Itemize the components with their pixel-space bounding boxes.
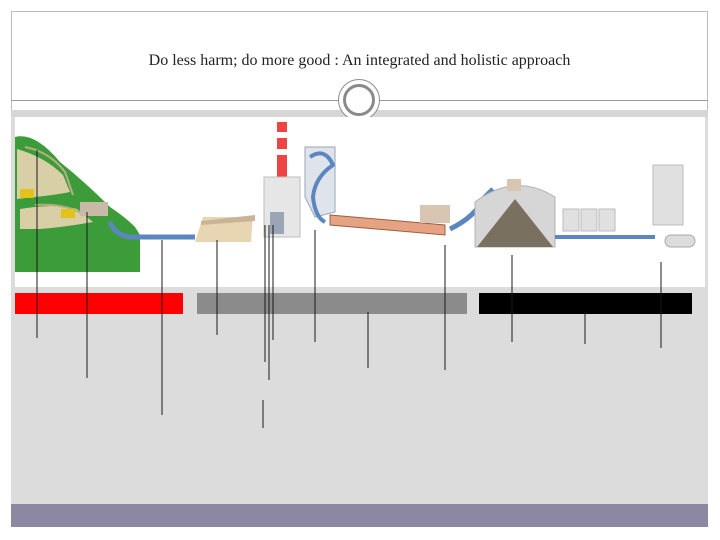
- tanker-truck: [664, 234, 696, 248]
- chimney-band-2: [277, 149, 287, 155]
- conveyor-1: [107, 220, 195, 240]
- truck-2: [61, 209, 75, 218]
- slide-title: Do less harm; do more good : An integrat…: [148, 52, 571, 69]
- raw-storage-roof: [201, 215, 255, 225]
- rotary-kiln: [329, 214, 446, 236]
- cyclone-pipes: [308, 151, 336, 224]
- raw-materials-bar: [15, 293, 183, 314]
- cement-silo-2: [580, 208, 598, 232]
- cement-silo-1: [562, 208, 580, 232]
- cement-silo-3: [598, 208, 616, 232]
- cement-mill-house: [507, 179, 521, 191]
- footer-bar: [11, 504, 708, 527]
- truck-1: [20, 189, 34, 198]
- packing-plant: [652, 164, 684, 226]
- ring-icon: [338, 79, 380, 121]
- clinker-pile: [477, 199, 553, 247]
- kiln-housing: [420, 205, 450, 223]
- products-bar: [479, 293, 692, 314]
- chimney-band: [277, 132, 287, 138]
- ring-inner: [343, 84, 375, 116]
- cement-plant-illustration: [15, 117, 705, 287]
